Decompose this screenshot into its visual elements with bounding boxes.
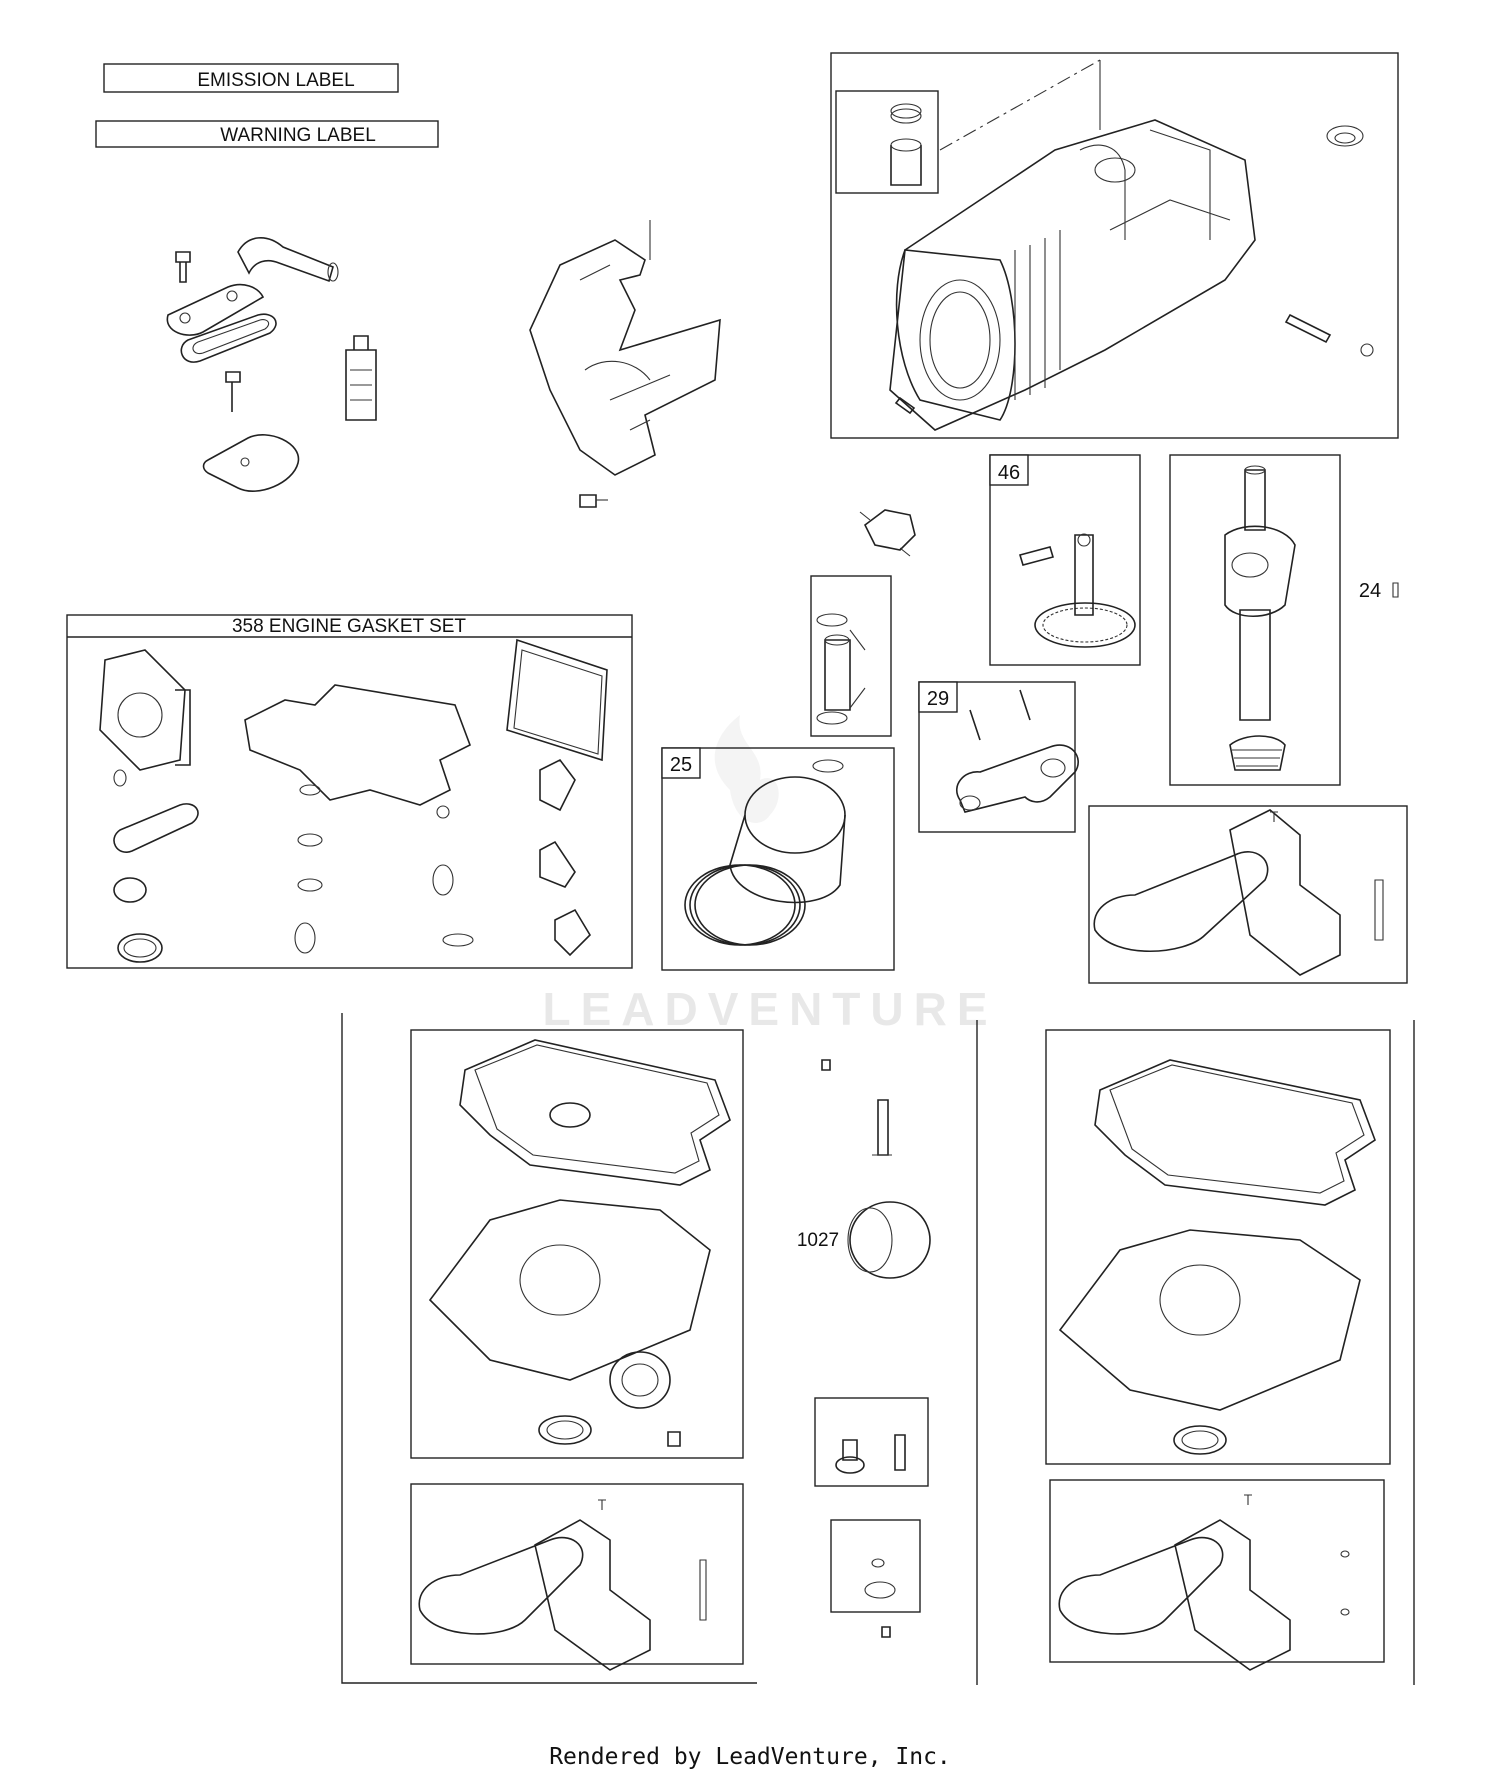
warning-label-box[interactable]: WARNING LABEL xyxy=(95,120,439,148)
sump-panel-right[interactable] xyxy=(1045,1029,1391,1465)
air-guide-shroud[interactable] xyxy=(529,220,721,508)
callout-46: 46 xyxy=(998,462,1020,484)
oil-filter-column[interactable]: 1027 xyxy=(797,1059,931,1638)
camshaft-panel-46[interactable]: 46 xyxy=(989,454,1141,666)
governor-bracket-part[interactable] xyxy=(859,509,916,557)
breather-parts-group[interactable] xyxy=(166,237,377,492)
governor-panel-right[interactable] xyxy=(1088,805,1408,984)
callout-24: 24 xyxy=(1359,580,1381,602)
lower-left-frame xyxy=(341,1013,1415,1685)
sump-panel-left[interactable] xyxy=(410,1029,744,1459)
crankshaft-panel[interactable]: 24 xyxy=(1169,454,1399,786)
emission-label-box[interactable]: EMISSION LABEL xyxy=(103,63,399,93)
callout-25: 25 xyxy=(670,754,692,776)
watermark: LEADVENTURE xyxy=(542,983,997,1035)
connecting-rod-panel-29[interactable]: 29 xyxy=(918,681,1079,833)
footer-text: Rendered by LeadVenture, Inc. xyxy=(549,1744,951,1770)
warning-label-text: WARNING LABEL xyxy=(220,125,376,146)
governor-panel-lower-left[interactable] xyxy=(410,1483,744,1671)
piston-pin-panel[interactable] xyxy=(810,575,892,737)
emission-label-text: EMISSION LABEL xyxy=(197,70,354,91)
watermark-flame-icon xyxy=(714,715,779,823)
gasket-set-title: 358 ENGINE GASKET SET xyxy=(232,616,466,637)
governor-panel-lower-right[interactable] xyxy=(1049,1479,1385,1671)
callout-1027: 1027 xyxy=(797,1230,839,1251)
cylinder-block-panel[interactable] xyxy=(830,52,1399,439)
callout-29: 29 xyxy=(927,688,949,710)
piston-panel-25[interactable]: 25 xyxy=(661,747,895,971)
engine-gasket-set-panel[interactable]: 358 ENGINE GASKET SET xyxy=(66,614,633,969)
